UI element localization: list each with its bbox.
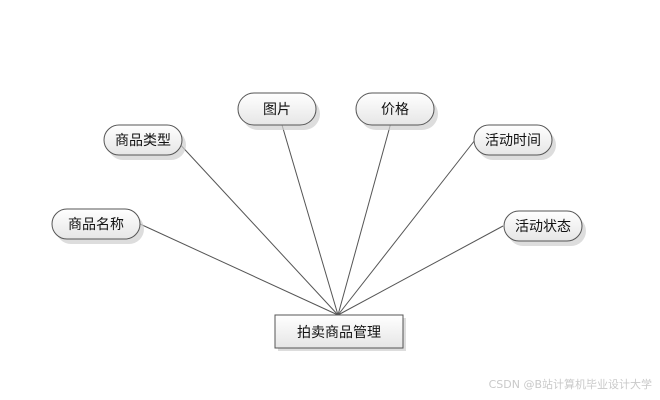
attribute-label: 商品名称 <box>68 217 124 233</box>
attribute-node-product-type: 商品类型 <box>103 124 186 160</box>
attribute-node-activity-time: 活动时间 <box>473 124 556 160</box>
connector-product-name <box>139 223 339 316</box>
attribute-node-activity-status: 活动状态 <box>503 210 586 246</box>
connector-image <box>276 107 339 316</box>
attribute-node-product-name: 商品名称 <box>51 208 144 244</box>
connector-price <box>337 107 396 316</box>
attribute-label: 图片 <box>263 102 291 118</box>
attribute-label: 商品类型 <box>115 133 171 149</box>
attribute-node-price: 价格 <box>355 92 438 130</box>
attribute-node-image: 图片 <box>237 92 320 130</box>
entity-node: 拍卖商品管理 <box>274 314 406 351</box>
entity-label: 拍卖商品管理 <box>297 325 381 341</box>
attribute-label: 活动状态 <box>515 219 571 235</box>
connector-activity-status <box>337 225 504 316</box>
connector-product-type <box>175 139 339 316</box>
connector-activity-time <box>337 139 476 316</box>
watermark: CSDN @B站计算机毕业设计大学 <box>488 378 652 391</box>
connectors <box>139 107 504 316</box>
attribute-label: 活动时间 <box>485 133 541 149</box>
attribute-label: 价格 <box>381 102 409 118</box>
